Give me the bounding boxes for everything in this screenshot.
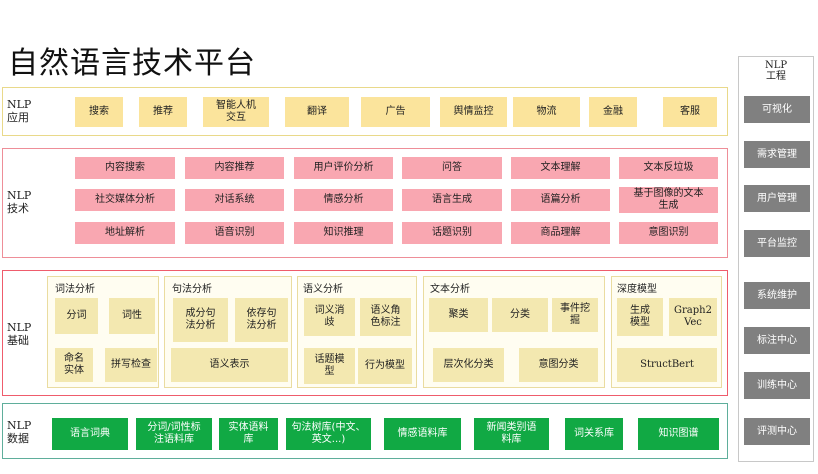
data-item-treebank[interactable]: 句法树库(中文、 英文...) [286,418,371,450]
engineering-panel [738,56,814,462]
txt-item-classification[interactable]: 分类 [492,298,548,332]
syn-item-constituency[interactable]: 成分句 法分析 [173,298,228,342]
deep-item-structbert[interactable]: StructBert [617,348,717,382]
text-analysis-title: 文本分析 [430,284,470,295]
tech-item[interactable]: 语言生成 [402,189,502,211]
txt-item-hierarchical-classification[interactable]: 层次化分类 [433,348,504,382]
tech-item[interactable]: 商品理解 [511,222,610,244]
app-item-sentiment-monitor[interactable]: 舆情监控 [440,97,507,127]
tech-item[interactable]: 语音识别 [185,222,284,244]
tech-item[interactable]: 用户评价分析 [294,157,393,179]
app-item-search[interactable]: 搜索 [75,97,123,127]
data-item-news-corpus[interactable]: 新闻类别语 料库 [474,418,549,450]
app-layer-panel [2,87,728,136]
eng-item-evaluation-center[interactable]: 评测中心 [744,418,810,445]
app-item-logistics[interactable]: 物流 [513,97,580,127]
eng-item-visualization[interactable]: 可视化 [744,96,810,123]
deep-item-generative-model[interactable]: 生成 模型 [617,298,663,336]
txt-item-clustering[interactable]: 聚类 [429,298,488,332]
deep-item-graph2vec[interactable]: Graph2 Vec [669,298,717,336]
syn-item-dependency[interactable]: 依存句 法分析 [235,298,288,342]
txt-item-event-mining[interactable]: 事件挖 掘 [552,298,598,332]
deep-model-title: 深度模型 [617,284,657,295]
eng-item-annotation-center[interactable]: 标注中心 [744,327,810,354]
tech-item[interactable]: 社交媒体分析 [75,189,175,211]
tech-item[interactable]: 文本反垃圾 [619,157,718,179]
tech-item[interactable]: 文本理解 [511,157,610,179]
app-item-customer-service[interactable]: 客服 [663,97,717,127]
sem-item-behavior-model[interactable]: 行为模型 [358,348,412,384]
data-item-pos-corpus[interactable]: 分词/词性标 注语料库 [136,418,212,450]
syntax-analysis-title: 句法分析 [172,284,212,295]
syn-item-semantic-repr[interactable]: 语义表示 [171,348,288,382]
data-item-sentiment-corpus[interactable]: 情感语料库 [384,418,461,450]
tech-item[interactable]: 意图识别 [619,222,718,244]
tech-item[interactable]: 内容搜索 [75,157,175,179]
tech-item[interactable]: 语篇分析 [511,189,610,211]
lexical-analysis-title: 词法分析 [55,284,95,295]
app-layer-label: NLP 应用 [7,98,32,124]
tech-item[interactable]: 问答 [402,157,502,179]
app-item-dialogue[interactable]: 智能人机 交互 [203,97,269,127]
tech-item[interactable]: 知识推理 [294,222,393,244]
data-item-lexicon[interactable]: 语言词典 [52,418,128,450]
engineering-title: NLP 工程 [764,60,788,82]
sem-item-topic-model[interactable]: 话题模 型 [304,348,355,384]
lex-item-spellcheck[interactable]: 拼写检查 [105,348,157,382]
tech-item[interactable]: 话题识别 [402,222,502,244]
tech-layer-label: NLP 技术 [7,189,32,215]
data-item-word-relation[interactable]: 词关系库 [565,418,623,450]
lex-item-pos[interactable]: 词性 [109,298,155,334]
data-item-knowledge-graph[interactable]: 知识图谱 [638,418,719,450]
data-layer-label: NLP 数据 [7,419,32,445]
app-item-ads[interactable]: 广告 [361,97,430,127]
txt-item-intent-classification[interactable]: 意图分类 [519,348,598,382]
semantic-analysis-title: 语义分析 [303,284,343,295]
eng-item-system-maintenance[interactable]: 系统维护 [744,282,810,309]
eng-item-training-center[interactable]: 训练中心 [744,372,810,399]
app-item-translate[interactable]: 翻译 [285,97,349,127]
lex-item-segmentation[interactable]: 分词 [55,298,98,334]
tech-item[interactable]: 情感分析 [294,189,393,211]
page-title: 自然语言技术平台 [8,46,256,81]
app-item-finance[interactable]: 金融 [589,97,637,127]
sem-item-srl[interactable]: 语义角 色标注 [360,298,411,336]
tech-item[interactable]: 地址解析 [75,222,175,244]
eng-item-platform-monitor[interactable]: 平台监控 [744,230,810,257]
data-item-entity-corpus[interactable]: 实体语料 库 [219,418,278,450]
tech-item[interactable]: 基于图像的文本 生成 [619,187,718,213]
tech-item[interactable]: 内容推荐 [185,157,284,179]
app-item-recommend[interactable]: 推荐 [139,97,187,127]
eng-item-user-management[interactable]: 用户管理 [744,185,810,212]
sem-item-wsd[interactable]: 词义消 歧 [304,298,355,336]
eng-item-requirements[interactable]: 需求管理 [744,141,810,168]
tech-layer-panel [2,148,728,258]
base-layer-panel [2,270,728,396]
tech-item[interactable]: 对话系统 [185,189,284,211]
base-layer-label: NLP 基础 [7,321,32,347]
data-layer-panel [2,403,728,459]
lex-item-ner[interactable]: 命名 实体 [55,348,93,382]
